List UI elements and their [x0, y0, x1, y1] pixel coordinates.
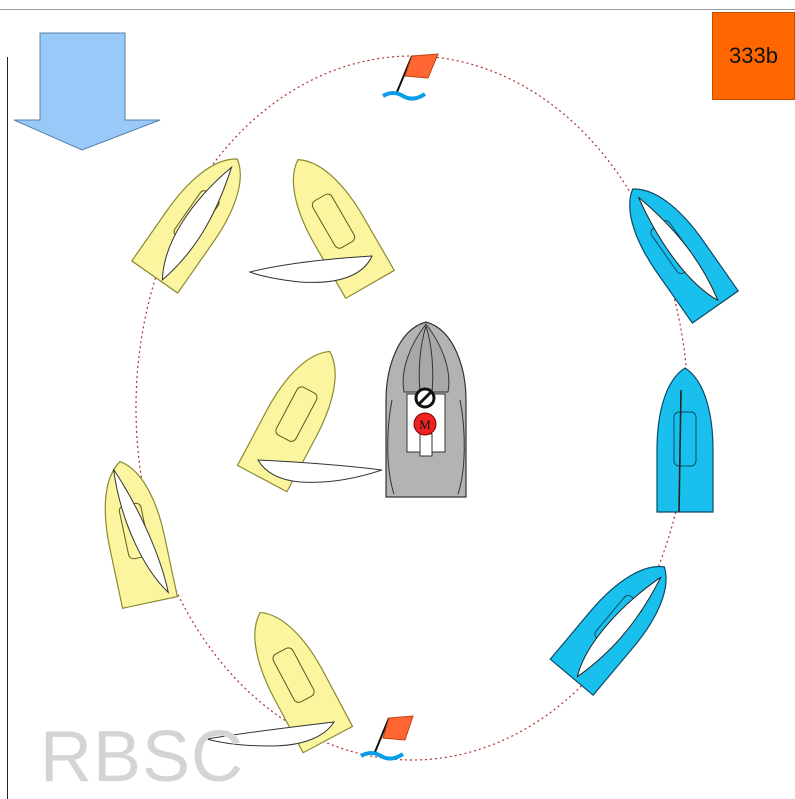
- yellow-boat: [131, 142, 261, 294]
- m-flag-icon: M: [413, 412, 437, 436]
- blue-boat: [656, 367, 714, 513]
- blue-boat: [609, 172, 739, 324]
- yellow-boat: [92, 455, 178, 609]
- watermark: RBSC: [40, 717, 245, 797]
- top-rule: [0, 9, 795, 10]
- blue-boat: [549, 548, 687, 696]
- left-rule: [7, 57, 8, 799]
- scenario-label: 333b: [712, 12, 795, 100]
- wind-arrow-icon: [13, 32, 161, 151]
- mark-flag-icon: [381, 53, 439, 101]
- sail: [248, 255, 373, 283]
- committee-boat: [385, 321, 467, 498]
- mark-flag-icon: [359, 715, 414, 761]
- sail: [206, 721, 335, 747]
- m-flag-letter: M: [419, 417, 431, 432]
- sail: [257, 459, 383, 483]
- no-entry-icon: [414, 387, 436, 409]
